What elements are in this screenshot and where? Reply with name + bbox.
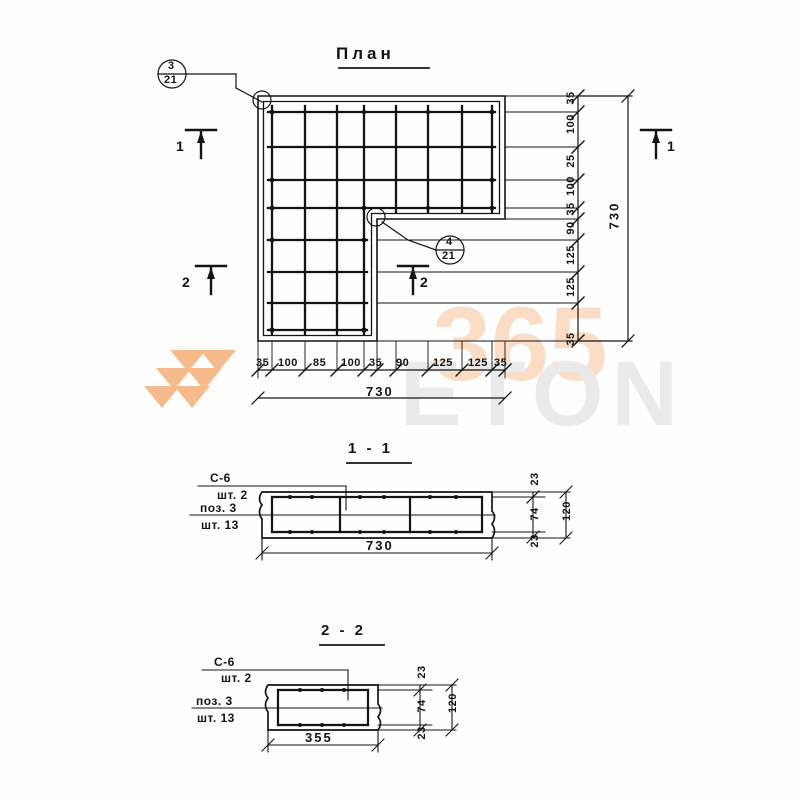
plan-hdim-3: 100	[341, 357, 361, 369]
section2-dim-length	[261, 729, 385, 753]
plan-vdim-2: 25	[565, 154, 577, 168]
plan-vdim-ticks	[571, 89, 585, 348]
plan-inner-contour	[262, 100, 501, 337]
plan-hdim-7: 125	[468, 357, 488, 369]
section-mark-label-2-inner: 2	[420, 274, 429, 290]
section2-leader-mesh	[201, 669, 349, 701]
plan-vdim-8: 35	[565, 332, 577, 346]
plan-vdim-extensions	[376, 95, 579, 342]
plan-hdim-total	[251, 391, 512, 405]
section1-height-bottom: 23	[529, 534, 541, 548]
plan-hdim-total: 730	[366, 384, 394, 399]
section1-dim-chain	[526, 490, 540, 544]
plan-mesh-nodes	[269, 109, 495, 333]
section1-bar-qty: шт. 13	[201, 518, 239, 532]
plan-hdim-1: 100	[278, 357, 298, 369]
section2-dim-chain	[413, 683, 427, 737]
section2-bar-pos: поз. 3	[196, 694, 233, 708]
section1-height-middle: 74	[529, 507, 541, 521]
plan-vdim-5: 90	[565, 221, 577, 235]
plan-hdim-ticks	[251, 363, 512, 377]
section-mark-1-left-arrow	[197, 131, 205, 143]
section1-mesh-mark: С-6	[210, 471, 231, 485]
section-mark-label-1-right: 1	[667, 138, 676, 154]
section2-height-top: 23	[416, 665, 428, 679]
callout-3-21-leader	[157, 59, 272, 110]
section1-dim-total	[544, 485, 573, 545]
callout-3-numerator[interactable]: 3	[168, 60, 175, 72]
section-mark-2-inner-arrow	[409, 267, 417, 279]
plan-hdim-5: 90	[396, 357, 410, 369]
callout-4-denominator[interactable]: 21	[442, 250, 456, 262]
plan-vdim-0: 35	[565, 91, 577, 105]
plan-outer-contour	[257, 95, 506, 342]
section-mark-1-right-arrow	[652, 131, 660, 143]
plan-hdim-4: 35	[369, 357, 383, 369]
section1-length: 730	[366, 538, 394, 553]
section1-height-total: 120	[561, 501, 573, 521]
plan-vdim-total: 730	[606, 201, 622, 230]
section1-leader-mesh	[197, 485, 347, 511]
callout-3-denominator[interactable]: 21	[164, 74, 178, 86]
section2-mesh-mark: С-6	[214, 655, 235, 669]
section2-mesh-qty: шт. 2	[221, 671, 252, 685]
callout-4-numerator[interactable]: 4	[446, 236, 453, 248]
section2-dim-total	[431, 678, 459, 737]
plan-hdim-2: 85	[313, 357, 327, 369]
callout-4-21-leader	[366, 207, 465, 265]
plan-vdim-1: 100	[565, 114, 577, 134]
plan-hdim-extensions	[257, 340, 506, 379]
plan-hdim-8: 35	[494, 357, 508, 369]
section1-bar-dots	[288, 495, 458, 534]
section2-height-total: 120	[447, 693, 459, 713]
section-mark-2-left-arrow	[207, 267, 215, 279]
plan-hdim-6: 125	[433, 357, 453, 369]
plan-vdim-7: 125	[565, 277, 577, 297]
plan-vdim-6: 125	[565, 245, 577, 265]
section-mark-label-2-left: 2	[182, 274, 191, 290]
plan-mesh-vertical	[270, 104, 494, 336]
section1-bar-pos: поз. 3	[200, 501, 237, 515]
section-1-title: 1 - 1	[348, 440, 394, 457]
section2-length: 355	[305, 730, 333, 745]
section-mark-label-1-left: 1	[176, 138, 185, 154]
plan-title: План	[336, 44, 395, 63]
section2-bar-dots	[298, 688, 346, 727]
section1-mesh	[270, 495, 484, 534]
section1-dim-heights	[491, 491, 546, 539]
section2-dim-heights	[377, 684, 433, 731]
section-2-title: 2 - 2	[321, 622, 367, 639]
plan-vdim-total	[577, 89, 635, 348]
section1-height-top: 23	[529, 472, 541, 486]
plan-hdim-0: 35	[256, 357, 270, 369]
section2-bar-qty: шт. 13	[197, 711, 235, 725]
section1-mesh-qty: шт. 2	[217, 488, 248, 502]
section1-dim-length	[255, 537, 499, 561]
section2-height-middle: 74	[416, 699, 428, 713]
section2-height-bottom: 23	[416, 726, 428, 740]
